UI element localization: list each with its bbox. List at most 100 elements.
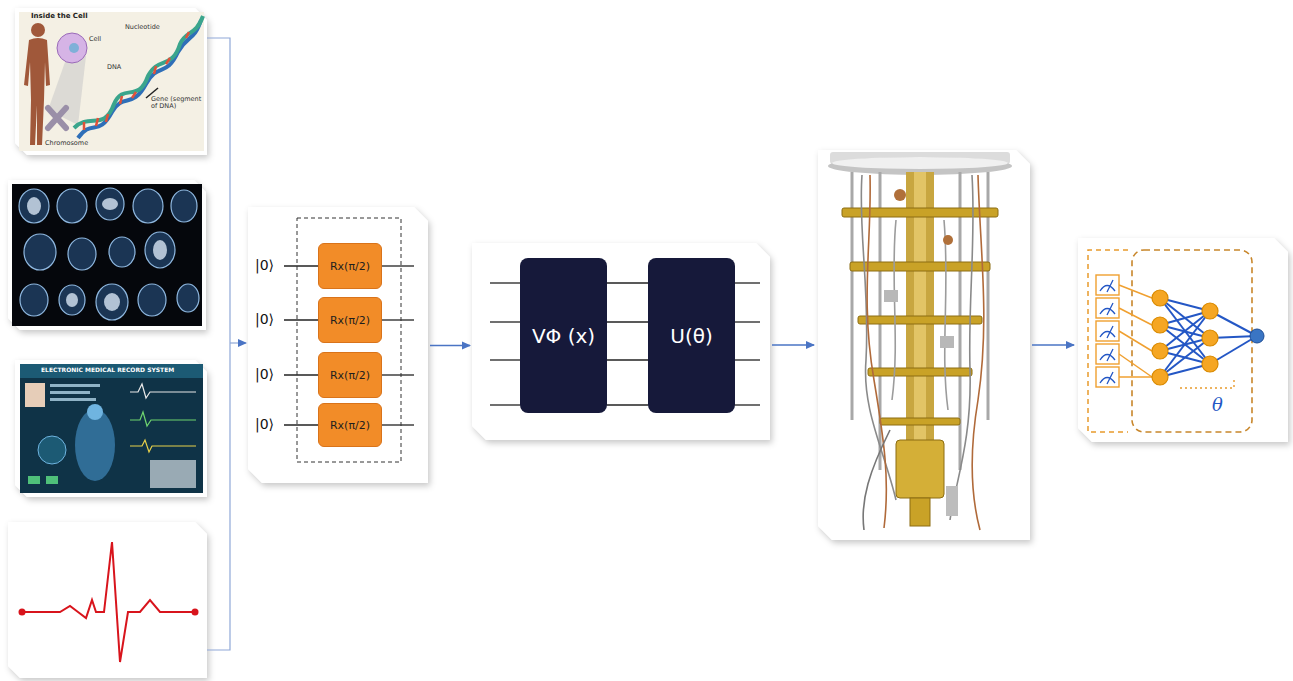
panel-ground <box>8 180 206 330</box>
ecg-trace <box>19 542 199 662</box>
qnn-sketch <box>1119 376 1152 378</box>
quantum-computer <box>828 152 1012 530</box>
illustration-label: DNA <box>106 64 122 71</box>
qnn-sketch <box>1096 275 1119 295</box>
qubit-wire <box>607 282 648 283</box>
mri-scans <box>19 189 49 223</box>
qnn-sketch <box>1202 330 1218 346</box>
circuit-panel: |0⟩|0⟩|0⟩|0⟩Rx(π/2)Rx(π/2)Rx(π/2)Rx(π/2) <box>248 207 428 483</box>
qnn-sketch <box>1096 321 1119 341</box>
mri-scans <box>96 284 128 320</box>
qubit-wire <box>382 265 414 266</box>
mri-scans <box>109 237 135 267</box>
screen-title: ELECTRONIC MEDICAL RECORD SYSTEM <box>40 367 175 374</box>
mri-scans <box>96 188 124 220</box>
qnn-sketch <box>1100 372 1115 384</box>
qubit-wire <box>735 282 760 283</box>
mri-scans <box>24 234 56 270</box>
quantum-computer <box>880 418 960 425</box>
ecg-trace <box>19 609 26 616</box>
mri-scans <box>145 232 175 268</box>
ehr-screen <box>50 391 90 394</box>
gate-label: Rx(π/2) <box>330 260 370 273</box>
qnn-sketch <box>1088 250 1264 432</box>
rx-gate: Rx(π/2) <box>318 403 382 447</box>
qubit-wire <box>490 359 520 360</box>
qubit-ket: |0⟩ <box>255 366 274 382</box>
qubit-wire <box>284 424 318 425</box>
qnn-sketch <box>1152 290 1168 306</box>
illustration-label: Inside the Cell <box>30 13 89 21</box>
qubit-wire <box>490 404 520 405</box>
quantum-computer <box>850 262 990 271</box>
qubit-wire <box>382 319 414 320</box>
quantum-computer <box>868 368 972 376</box>
qnn-sketch <box>1160 298 1257 377</box>
qnn-sketch <box>1202 356 1218 372</box>
quantum-computer <box>944 220 948 410</box>
quantum-computer <box>896 440 944 498</box>
ehr-screen <box>28 476 40 484</box>
mri-scans <box>102 198 118 210</box>
qubit-wire <box>735 404 760 405</box>
quantum-computer <box>910 498 930 526</box>
qnn-sketch <box>1119 285 1152 298</box>
dna-illustration <box>57 33 87 63</box>
panel-ground <box>818 150 1030 540</box>
quantum-computer <box>858 316 982 324</box>
qnn-sketch <box>1096 275 1119 387</box>
qubit-wire <box>284 319 318 320</box>
rx-gate: Rx(π/2) <box>318 297 382 343</box>
mri-scans <box>133 189 163 223</box>
qubit-wire <box>490 321 520 322</box>
qubit-wire <box>607 359 648 360</box>
qnn-sketch <box>1096 298 1119 318</box>
gate-label: U(θ) <box>670 324 712 348</box>
qubit-wire <box>490 282 520 283</box>
ecg-trace <box>22 542 195 662</box>
qubit-ket: |0⟩ <box>255 311 274 327</box>
dna-illustration <box>74 16 203 128</box>
illustration-label: Chromosome <box>44 140 89 147</box>
qnn-sketch <box>1160 338 1210 377</box>
gate-label: Rx(π/2) <box>330 369 370 382</box>
qnn-panel: θ <box>1078 238 1288 442</box>
ehr-screen <box>87 404 103 420</box>
qnn-sketch <box>1119 354 1152 377</box>
illustration-label: Cell <box>88 36 102 43</box>
qnn-sketch <box>1096 344 1119 364</box>
qnn-sketch <box>1100 349 1115 361</box>
ehr-screen <box>46 476 58 484</box>
ehr-screen <box>25 383 45 407</box>
quantum-computer <box>832 157 1008 169</box>
panel-ground <box>472 243 770 440</box>
dna-illustration <box>19 12 204 151</box>
mri-scans <box>59 285 85 315</box>
input-bracket <box>230 342 246 343</box>
dna-illustration <box>19 12 204 151</box>
mri-scans <box>57 189 87 223</box>
panel-ground <box>15 8 207 155</box>
qubit-ket: |0⟩ <box>255 257 274 273</box>
qubit-wire <box>607 404 648 405</box>
qnn-sketch <box>1100 326 1115 338</box>
panel-ground <box>8 522 207 678</box>
panel-ground <box>1078 238 1288 442</box>
panel-ground <box>15 360 207 497</box>
qubit-wire <box>607 321 648 322</box>
quantum-computer <box>842 208 998 425</box>
quantum-computer <box>863 430 890 530</box>
ehr-screen <box>130 412 196 426</box>
ehr-screen <box>20 364 203 493</box>
qnn-sketch <box>1152 369 1168 385</box>
qubit-wire <box>284 374 318 375</box>
ehr-screen <box>50 384 100 387</box>
parameter-symbol: θ <box>1212 394 1223 415</box>
mri-scans <box>27 197 41 215</box>
illustration-label: Nucleotide <box>124 24 161 31</box>
qubit-wire <box>382 424 414 425</box>
flow-arrow <box>772 344 814 345</box>
ehr-screen <box>20 364 203 493</box>
gate-label: VΦ (x) <box>532 324 595 348</box>
qnn-sketch <box>1119 331 1152 351</box>
